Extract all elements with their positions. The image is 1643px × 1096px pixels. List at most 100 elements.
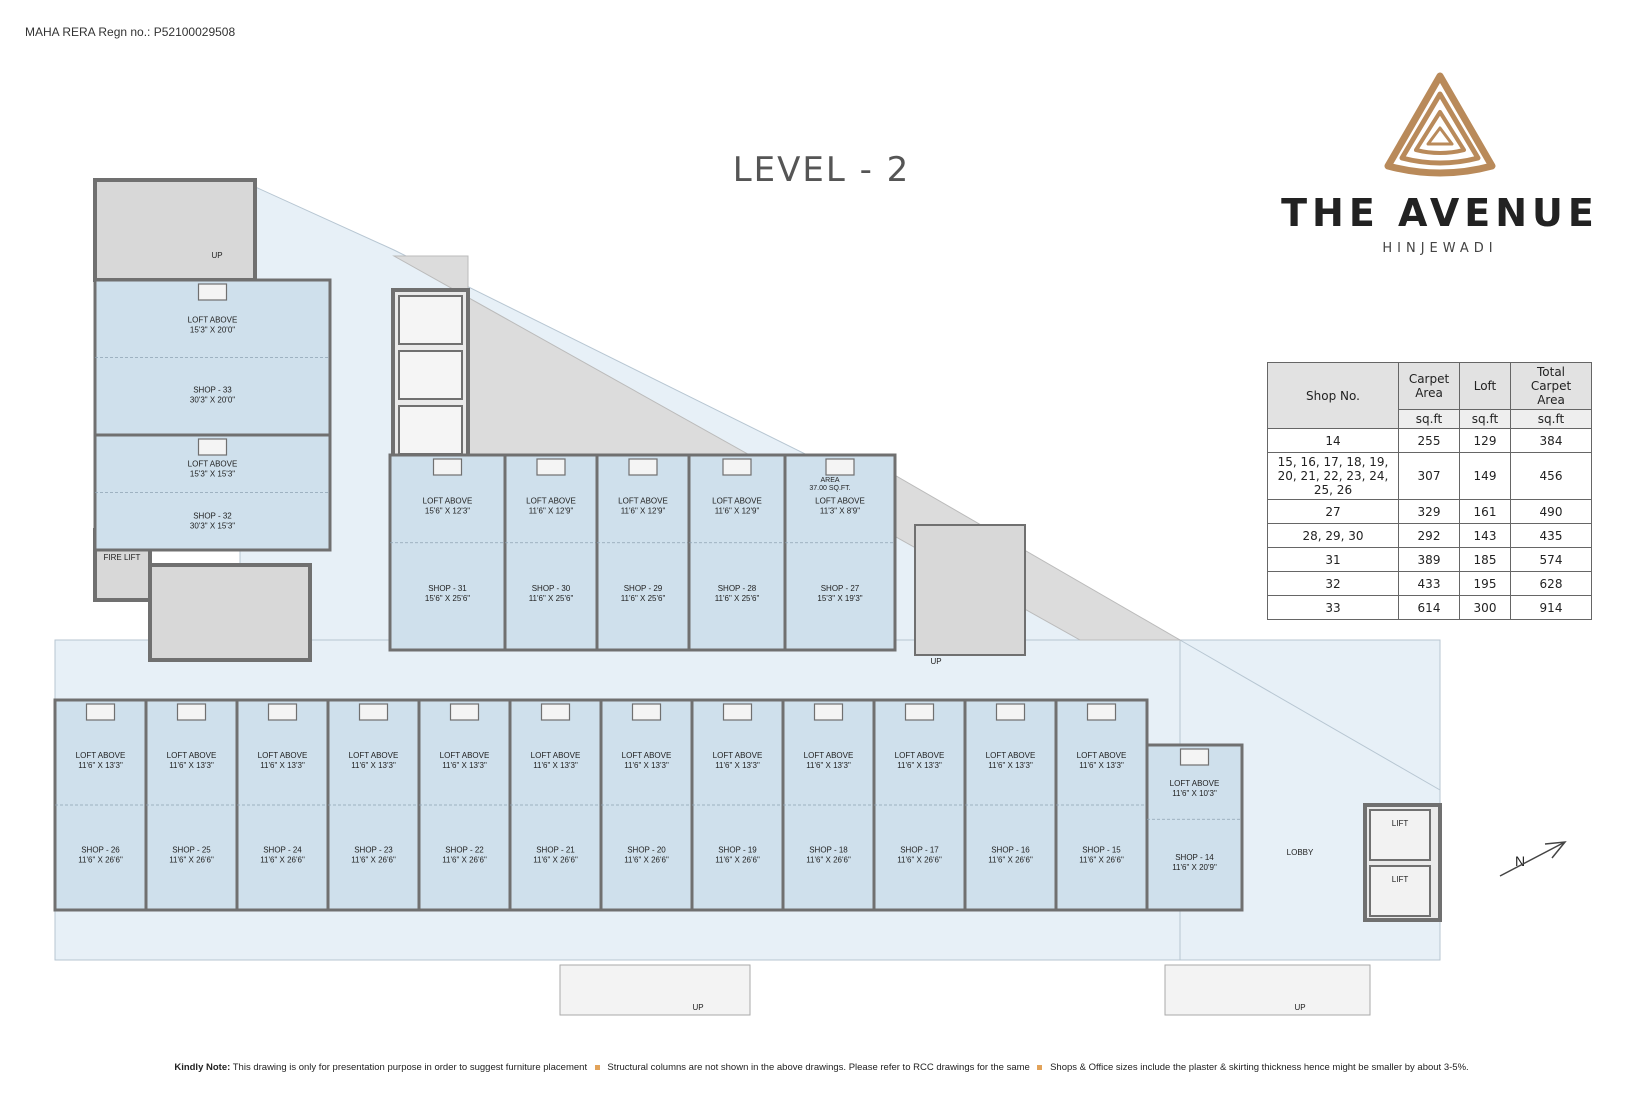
north-arrow-icon: [1499, 841, 1567, 877]
shop-size: 11'6" X 26'6": [260, 855, 305, 864]
shop-label: SHOP - 31: [428, 584, 467, 593]
lift-car: [398, 350, 463, 400]
shop-label: SHOP - 32: [193, 511, 232, 520]
shop-label: SHOP - 25: [172, 845, 211, 854]
shop-outline: [388, 453, 507, 652]
loft-label: LOFT ABOVE: [258, 751, 308, 760]
up-label: UP: [930, 657, 941, 666]
loft-label: LOFT ABOVE: [618, 496, 668, 505]
cell-loft: 300: [1459, 595, 1511, 620]
cell-shop: 27: [1267, 499, 1399, 524]
loft-size: 11'6" X 13'3": [624, 761, 669, 770]
header-loft: Loft: [1459, 362, 1511, 410]
loft-label: LOFT ABOVE: [895, 751, 945, 760]
brand-block: THE AVENUE HINJEWADI: [1270, 70, 1610, 256]
cell-carpet: 292: [1398, 523, 1460, 548]
toilet-icon: [631, 703, 662, 721]
shop-outline: [503, 453, 599, 652]
shop-label: SHOP - 24: [263, 845, 302, 854]
shop-size: 11'6" X 26'6": [715, 855, 760, 864]
toilet-icon: [1179, 748, 1210, 766]
cell-total: 384: [1510, 428, 1592, 453]
loft-size: 15'3" X 15'3": [190, 470, 235, 479]
loft-size: 11'6" X 13'3": [533, 761, 578, 770]
shop-size: 11'6" X 26'6": [78, 855, 123, 864]
cell-total: 456: [1510, 452, 1592, 500]
loft-size: 11'3" X 8'9": [820, 506, 860, 515]
toilet-icon: [825, 458, 855, 476]
brand-location: HINJEWADI: [1382, 241, 1498, 256]
loft-size: 11'6" X 13'3": [78, 761, 123, 770]
loft-label: LOFT ABOVE: [440, 751, 490, 760]
loft-size: 11'6" X 13'3": [169, 761, 214, 770]
shop-label: SHOP - 27: [821, 584, 860, 593]
shop-size: 11'6" X 25'6": [529, 594, 574, 603]
loft-label: LOFT ABOVE: [526, 496, 576, 505]
cell-shop: 32: [1267, 571, 1399, 596]
shop-size: 11'6" X 26'6": [624, 855, 669, 864]
note-text-3: Shops & Office sizes include the plaster…: [1050, 1062, 1469, 1073]
loft-label: LOFT ABOVE: [531, 751, 581, 760]
staircase-left: [148, 563, 312, 662]
shop-outline: [595, 453, 691, 652]
loft-label: LOFT ABOVE: [188, 460, 238, 469]
shop-label: SHOP - 26: [81, 845, 120, 854]
rera-registration: MAHA RERA Regn no.: P52100029508: [25, 25, 236, 39]
loft-label: LOFT ABOVE: [815, 496, 865, 505]
shop-label: SHOP - 23: [354, 845, 393, 854]
shop-size: 11'6" X 26'6": [442, 855, 487, 864]
cell-shop: 28, 29, 30: [1267, 523, 1399, 548]
cell-shop: 31: [1267, 547, 1399, 572]
toilet-icon: [432, 458, 463, 476]
cell-carpet: 614: [1398, 595, 1460, 620]
cell-carpet: 389: [1398, 547, 1460, 572]
shop-size: 11'6" X 25'6": [621, 594, 666, 603]
shop-size: 11'6" X 26'6": [988, 855, 1033, 864]
cell-total: 574: [1510, 547, 1592, 572]
toilet-icon: [722, 458, 752, 476]
toilet-icon: [813, 703, 844, 721]
cell-total: 914: [1510, 595, 1592, 620]
shop-outline: [1145, 743, 1244, 912]
toilet-icon: [358, 703, 389, 721]
shop-label: SHOP - 33: [193, 385, 232, 394]
shop-size: 11'6" X 26'6": [806, 855, 851, 864]
shop-size: 11'6" X 25'6": [715, 594, 760, 603]
shop-label: SHOP - 30: [532, 584, 571, 593]
lift-label: LIFT: [1392, 875, 1409, 884]
entrance-steps-right: [1164, 964, 1371, 1016]
loft-label: LOFT ABOVE: [622, 751, 672, 760]
shop-size: 11'6" X 26'6": [169, 855, 214, 864]
shop-label: SHOP - 28: [718, 584, 757, 593]
toilet-icon: [628, 458, 658, 476]
area-value: 37.00 SQ.FT.: [809, 485, 850, 492]
loft-size: 11'6" X 13'3": [442, 761, 487, 770]
shop-label: SHOP - 15: [1082, 845, 1121, 854]
unit-total: sq.ft: [1510, 409, 1592, 429]
